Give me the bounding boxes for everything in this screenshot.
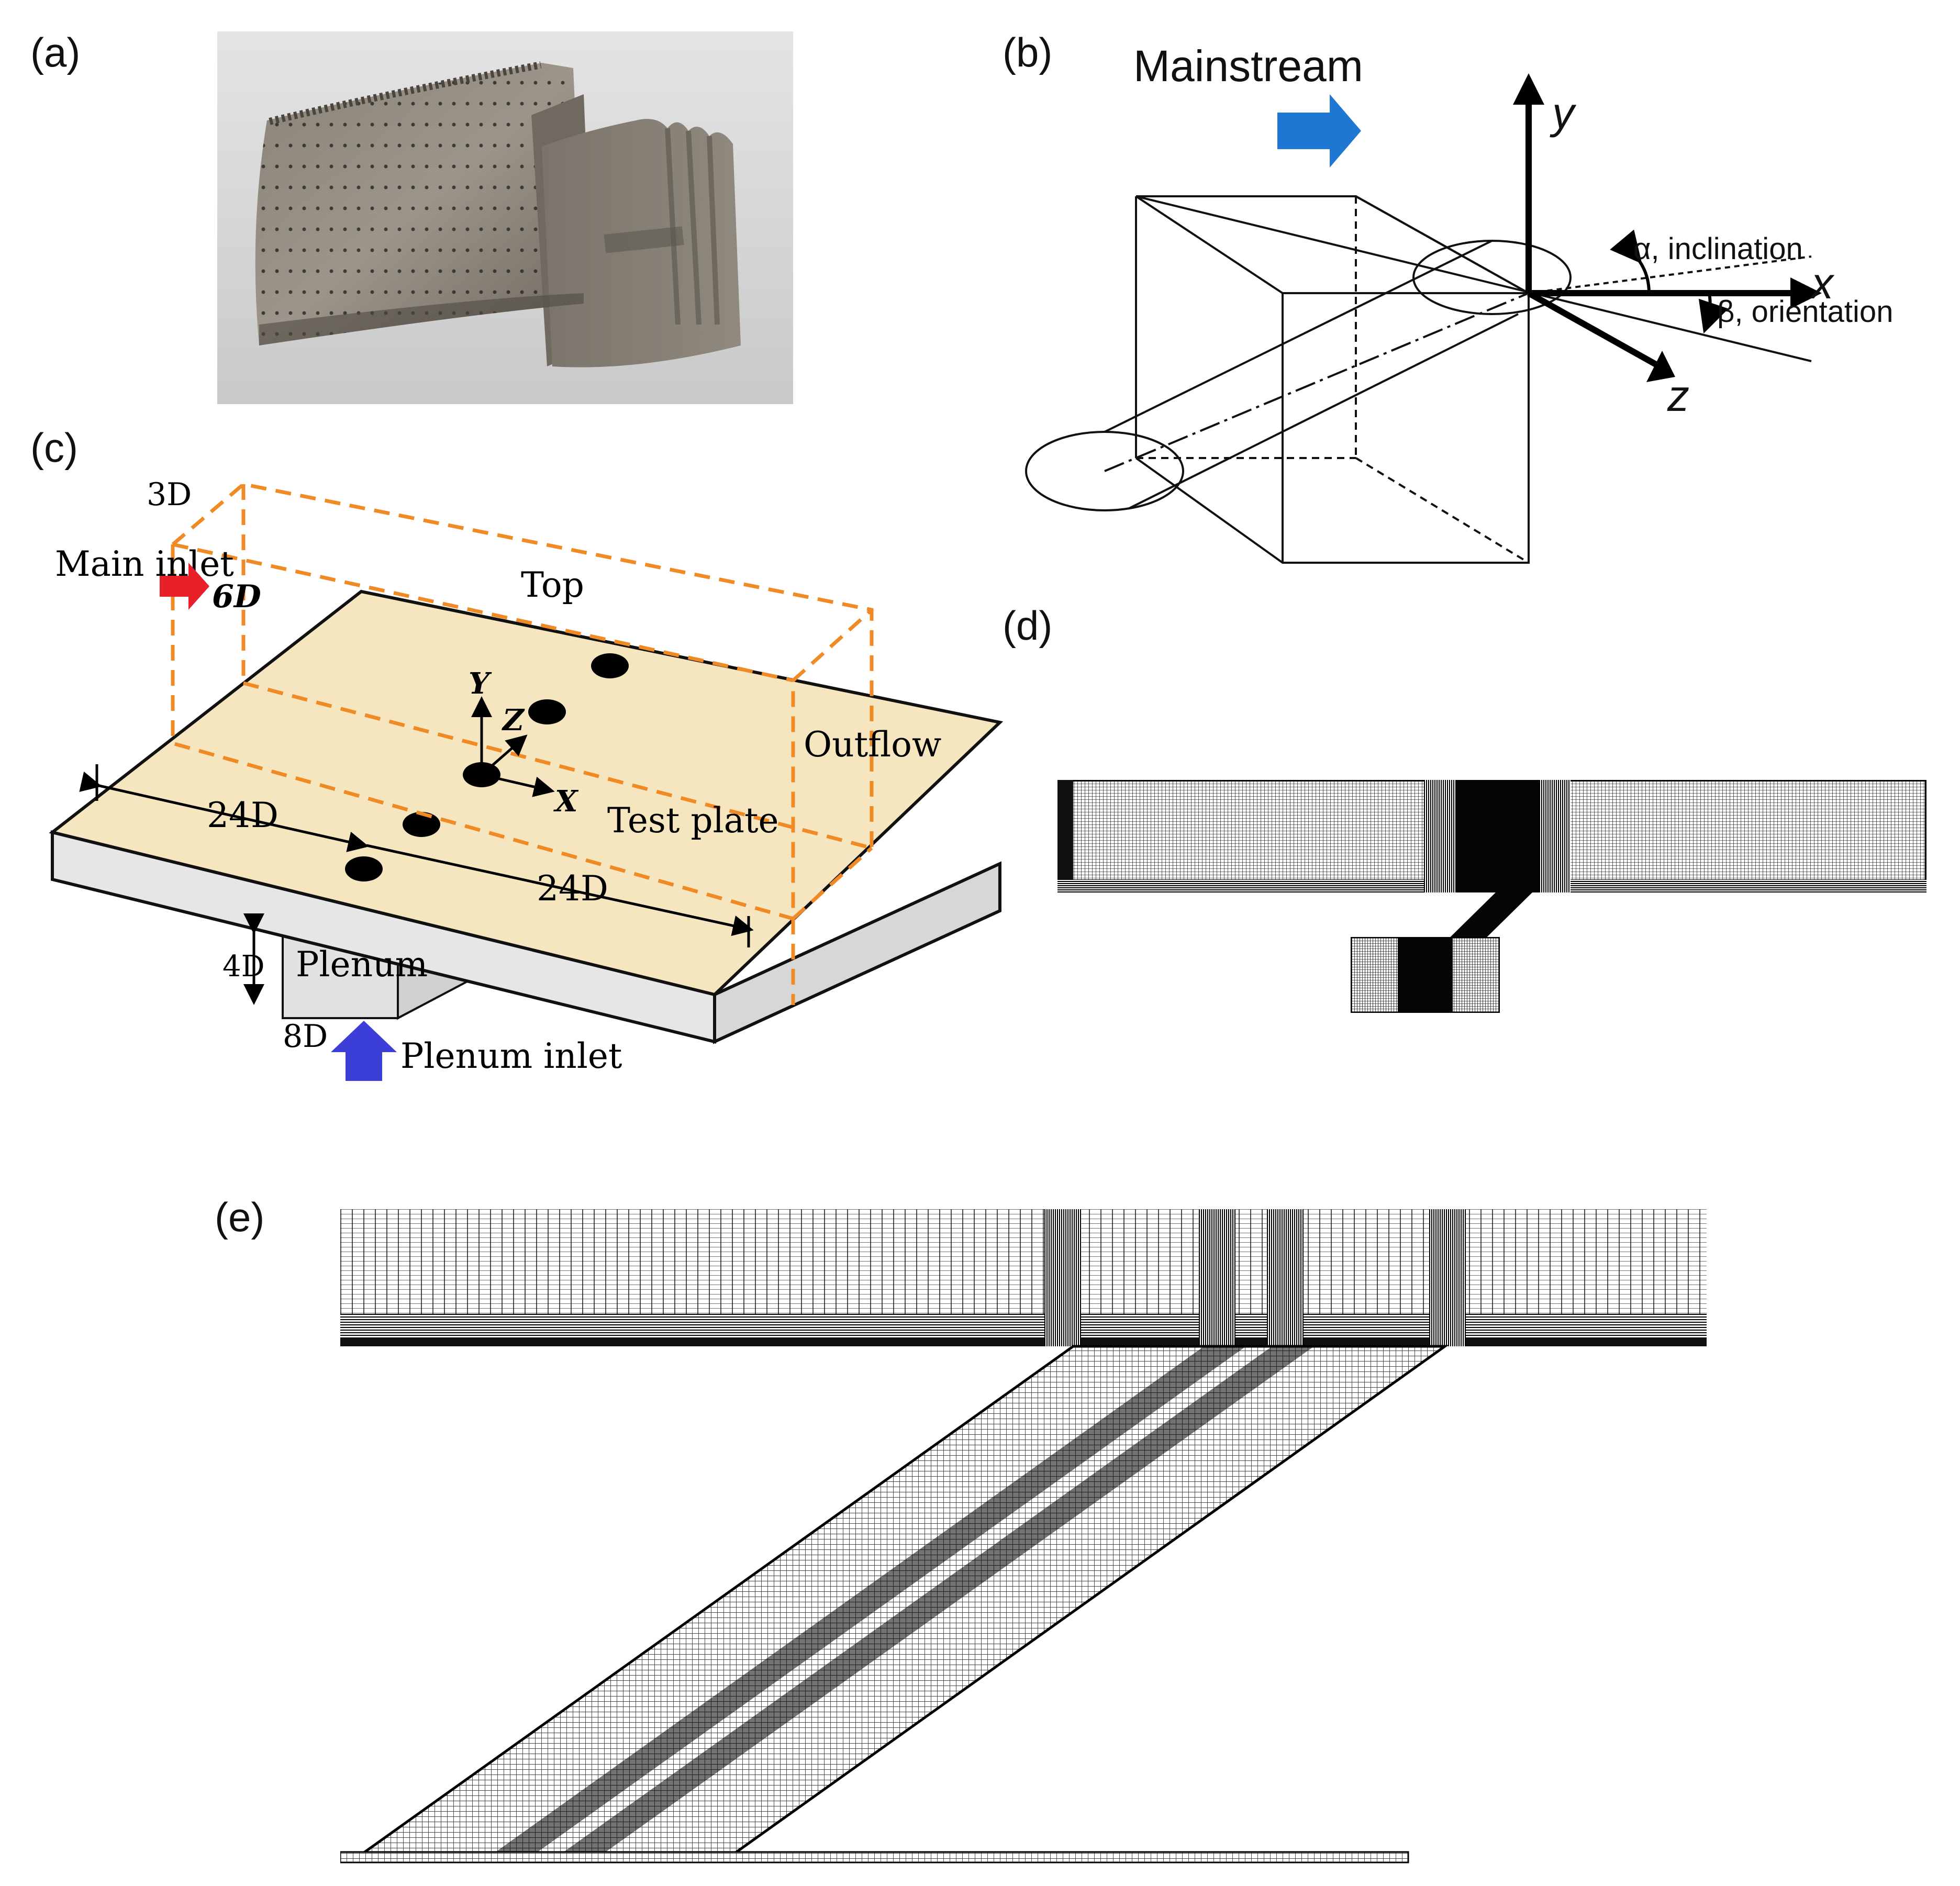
mesh-zoom — [340, 1209, 1712, 1874]
test-plate-top — [49, 589, 1004, 997]
z-axis-arrow-icon — [1646, 351, 1675, 382]
axis-Z-label: Z — [502, 703, 525, 738]
y-axis-arrow-icon — [1513, 73, 1544, 105]
plenum-inlet-label: Plenum inlet — [400, 1036, 622, 1076]
dashed-domain — [171, 482, 874, 1005]
main-inlet-arrow-icon — [160, 563, 209, 610]
plenum-label: Plenum — [296, 944, 428, 985]
y-axis-label: y — [1550, 88, 1577, 138]
beta-orientation-label: β, orientation — [1717, 295, 1893, 329]
panel-a-label: (a) — [30, 29, 81, 75]
axis-X-label: X — [553, 784, 579, 819]
computational-domain-diagram: Y Z X 3D Main inlet 6D Top Outflow 24D T… — [49, 476, 1004, 1081]
dim-3d-label: 3D — [147, 476, 192, 513]
dim-24d-right-label: 24D — [537, 868, 608, 909]
dim-24d-left-label: 24D — [207, 795, 279, 835]
panel-b-label: (b) — [1003, 29, 1053, 75]
inclined-hole-mesh — [352, 1345, 1449, 1860]
panel-c-label: (c) — [30, 425, 78, 471]
dim-8d-label: 8D — [283, 1018, 328, 1055]
hole-geometry-diagram: Mainstream y x z α, inclination β, orien… — [1025, 41, 1893, 564]
dim-6d-label: 6D — [212, 578, 261, 615]
dim-4d-label: 4D — [222, 950, 265, 984]
z-axis-line — [1527, 290, 1661, 370]
x-axis-label: x — [1809, 259, 1835, 308]
alpha-inclination-label: α, inclination — [1633, 232, 1803, 266]
axis-Y-label: Y — [469, 666, 492, 701]
plenum-inlet-arrow-icon — [331, 1021, 397, 1081]
mainstream-arrow-icon — [1277, 94, 1361, 168]
zoom-plenum-strip — [340, 1851, 1409, 1863]
panel-e-label: (e) — [215, 1194, 265, 1240]
test-plate-label: Test plate — [607, 800, 779, 841]
mesh-overview — [1057, 780, 1937, 1021]
blade-photo — [217, 31, 793, 404]
panel-d-label: (d) — [1003, 602, 1053, 649]
hole-sketch — [1025, 195, 1812, 564]
mainstream-label: Mainstream — [1133, 41, 1363, 91]
outflow-label: Outflow — [804, 724, 941, 765]
z-axis-label: z — [1667, 371, 1689, 420]
top-label: Top — [521, 565, 584, 605]
main-inlet-label: Main inlet — [55, 544, 234, 584]
x-axis-arrow-icon — [1790, 277, 1822, 309]
main-inlet-text: Main inlet — [55, 544, 234, 584]
